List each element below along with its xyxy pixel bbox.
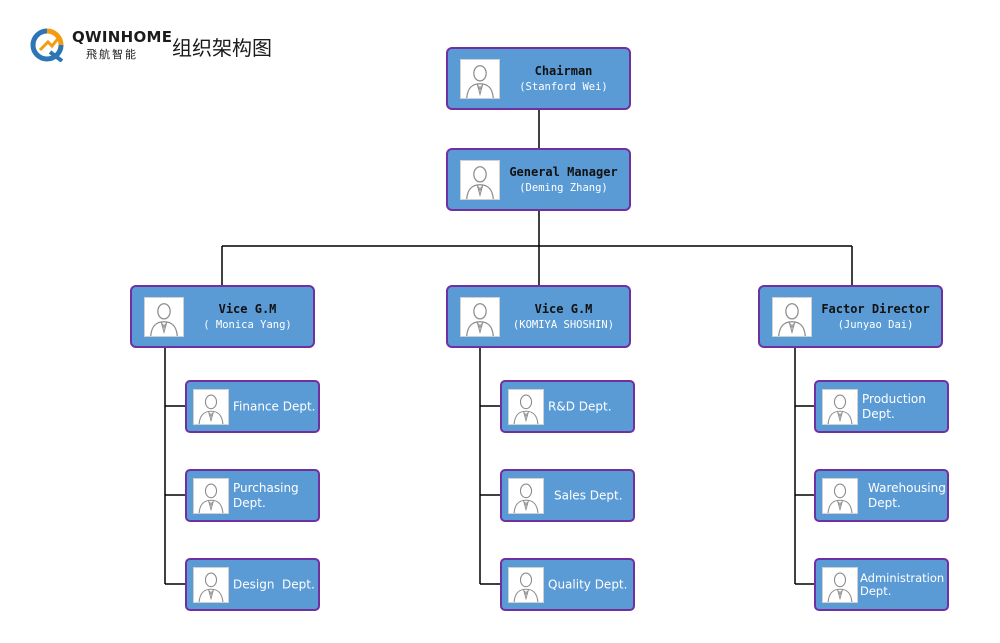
company-logo: QWINHOME 飛航智能 (30, 26, 172, 62)
warehousing-dept-node: Warehousing Dept. (814, 469, 949, 522)
production-dept-node: Production Dept. (814, 380, 949, 433)
node-title: Factor Director (821, 302, 930, 316)
quality-dept-node: Quality Dept. (500, 558, 635, 611)
purchasing-dept-node: Purchasing Dept. (185, 469, 320, 522)
person-avatar-icon (460, 160, 500, 200)
node-person: (Junyao Dai) (837, 319, 914, 331)
person-avatar-icon (508, 478, 544, 514)
node-title: Chairman (534, 64, 593, 78)
dept-label: Warehousing Dept. (868, 480, 946, 510)
person-avatar-icon (460, 297, 500, 337)
person-avatar-icon (772, 297, 812, 337)
dept-label: Finance Dept. (233, 399, 316, 413)
person-avatar-icon (193, 478, 229, 514)
person-avatar-icon (508, 389, 544, 425)
finance-dept-node: Finance Dept. (185, 380, 320, 433)
administration-dept-node: Administration Dept. (814, 558, 949, 611)
page-title: 组织架构图 (172, 36, 272, 60)
person-avatar-icon (193, 567, 229, 603)
dept-label: Administration Dept. (860, 570, 945, 598)
logo-q-icon (30, 28, 64, 62)
node-person: (Stanford Wei) (519, 81, 608, 93)
node-person: ( Monica Yang) (203, 319, 292, 331)
dept-label: R&D Dept. (548, 399, 612, 413)
dept-label: Sales Dept. (554, 488, 623, 502)
person-avatar-icon (822, 567, 858, 603)
person-avatar-icon (822, 478, 858, 514)
design-dept-node: Design Dept. (185, 558, 320, 611)
person-avatar-icon (822, 389, 858, 425)
factor-director-node: Factor Director (Junyao Dai) (758, 285, 943, 348)
person-avatar-icon (460, 59, 500, 99)
node-person: (KOMIYA SHOSHIN) (512, 319, 615, 331)
dept-label: Purchasing Dept. (233, 480, 299, 510)
person-avatar-icon (508, 567, 544, 603)
vice-gm-komiya-node: Vice G.M (KOMIYA SHOSHIN) (446, 285, 631, 348)
sales-dept-node: Sales Dept. (500, 469, 635, 522)
node-title: General Manager (509, 165, 618, 179)
brand-name: QWINHOME (72, 28, 173, 46)
brand-subtitle: 飛航智能 (86, 48, 138, 61)
dept-label: Design Dept. (233, 577, 315, 591)
dept-label: Production Dept. (862, 391, 926, 421)
general-manager-node: General Manager (Deming Zhang) (446, 148, 631, 211)
node-person: (Deming Zhang) (519, 182, 608, 194)
vice-gm-monica-node: Vice G.M ( Monica Yang) (130, 285, 315, 348)
person-avatar-icon (193, 389, 229, 425)
node-title: Vice G.M (534, 302, 593, 316)
person-avatar-icon (144, 297, 184, 337)
dept-label: Quality Dept. (548, 577, 628, 591)
rnd-dept-node: R&D Dept. (500, 380, 635, 433)
chairman-node: Chairman (Stanford Wei) (446, 47, 631, 110)
node-title: Vice G.M (218, 302, 277, 316)
